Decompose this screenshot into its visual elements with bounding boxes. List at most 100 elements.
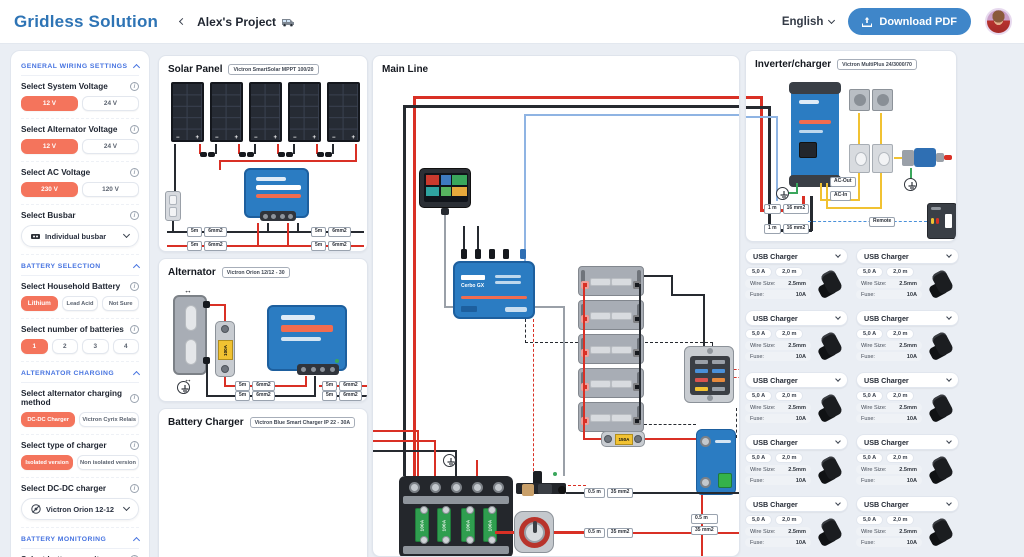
chevron-down-icon [122, 503, 131, 512]
option-2[interactable]: 2 [51, 339, 78, 354]
option-non-isolated[interactable]: Non isolated version [77, 455, 139, 470]
wire-size-row: Wire Size:2.5mm [745, 341, 811, 350]
cerbo-gx-device[interactable]: Cerbo GX [453, 261, 535, 319]
current-pill: 5,0 A [745, 329, 773, 339]
usb-charger-select[interactable]: USB Charger [856, 372, 959, 388]
option-230v[interactable]: 230 V [21, 182, 78, 197]
usb-charger-select[interactable]: USB Charger [745, 434, 848, 450]
section-general-wiring[interactable]: GENERAL WIRING SETTINGS [21, 55, 141, 76]
usb-charger-select-value: USB Charger [864, 313, 909, 323]
battery-module-1[interactable] [578, 266, 644, 296]
option-lithium[interactable]: Lithium [21, 296, 58, 311]
busbar-select[interactable]: Individual busbar [21, 225, 139, 247]
field-charger-type: Select type of charger Isolated version … [21, 435, 139, 478]
current-pill: 5,0 A [745, 391, 773, 401]
solar-panel-3[interactable] [249, 82, 282, 142]
fuse-150a: 150A [601, 431, 645, 447]
option-12v[interactable]: 12 V [21, 96, 78, 111]
info-icon[interactable] [130, 393, 139, 403]
battery-charger-card: Battery Charger Victron Blue Smart Charg… [158, 408, 368, 557]
option-cyrix-relais[interactable]: Victron Cyrix Relais [79, 412, 139, 427]
battery-module-5[interactable] [578, 402, 644, 432]
usb-charger-select[interactable]: USB Charger [745, 372, 848, 388]
wire-size-row: Wire Size:2.5mm [856, 341, 922, 350]
usb-charger-image [927, 454, 955, 486]
section-battery-monitoring[interactable]: BATTERY MONITORING [21, 528, 141, 549]
usb-charger-select[interactable]: USB Charger [745, 310, 848, 326]
inverter-card: Inverter/charger Victron MultiPlus 24/30… [745, 50, 957, 242]
cable-length-pill: 2,0 m [886, 391, 915, 401]
dcdc-charger-select[interactable]: Victron Orion 12-12 [21, 498, 139, 520]
usb-charger-select[interactable]: USB Charger [745, 248, 848, 264]
usb-charger-select-value: USB Charger [753, 437, 798, 447]
back-button[interactable] [179, 17, 187, 26]
usb-charger-select[interactable]: USB Charger [745, 496, 848, 512]
section-alternator-charging[interactable]: ALTERNATOR CHARGING [21, 362, 141, 383]
chevron-down-icon [835, 313, 841, 320]
chevron-down-icon [946, 251, 952, 258]
usb-charger-select[interactable]: USB Charger [856, 248, 959, 264]
lynx-busbar[interactable]: 100A 100A 100A 100A [399, 476, 513, 556]
usb-charger-card: USB Charger 5,0 A 2,0 m Wire Size:2.5mm … [856, 248, 959, 304]
wire-size-row: Wire Size:2.5mm [745, 279, 811, 288]
device-badge: Victron Blue Smart Charger IP 22 - 30A [249, 417, 356, 428]
usb-charger-grid: USB Charger 5,0 A 2,0 m Wire Size:2.5mm … [745, 248, 959, 552]
cable-length-pill: 2,0 m [886, 267, 915, 277]
battery-switch[interactable] [514, 511, 554, 553]
option-24v[interactable]: 24 V [82, 139, 139, 154]
wire-size-row: Wire Size:2.5mm [856, 403, 922, 412]
download-pdf-button[interactable]: Download PDF [848, 8, 971, 35]
usb-charger-select[interactable]: USB Charger [856, 310, 959, 326]
solar-panel-2[interactable] [210, 82, 243, 142]
alternator-device[interactable] [173, 286, 207, 384]
battery-module-4[interactable] [578, 368, 644, 398]
option-4[interactable]: 4 [112, 339, 139, 354]
info-icon[interactable] [130, 282, 139, 291]
usb-charger-select-value: USB Charger [864, 375, 909, 385]
smartshunt[interactable] [696, 429, 736, 495]
info-icon[interactable] [130, 441, 139, 450]
info-icon[interactable] [130, 325, 139, 334]
solar-panel-4[interactable] [288, 82, 321, 142]
option-1[interactable]: 1 [21, 339, 48, 354]
van-icon [282, 18, 295, 27]
info-icon[interactable] [130, 484, 139, 493]
solar-panel-5[interactable] [327, 82, 360, 142]
usb-charger-select[interactable]: USB Charger [856, 496, 959, 512]
option-120v[interactable]: 120 V [82, 182, 139, 197]
battery-module-2[interactable] [578, 300, 644, 330]
usb-charger-select[interactable]: USB Charger [856, 434, 959, 450]
option-lead-acid[interactable]: Lead Acid [61, 296, 99, 311]
chevron-up-icon [132, 370, 141, 379]
settings-sidebar: GENERAL WIRING SETTINGS Select System Vo… [10, 50, 150, 557]
chevron-down-icon [828, 16, 836, 24]
mppt-controller[interactable] [244, 168, 309, 221]
mc4-connector [325, 152, 332, 157]
multiplus-inverter[interactable] [789, 82, 841, 187]
user-avatar[interactable] [985, 8, 1012, 35]
option-isolated[interactable]: Isolated version [21, 455, 74, 470]
info-icon[interactable] [130, 82, 139, 91]
solar-panel-1[interactable] [171, 82, 204, 142]
battery-module-3[interactable] [578, 334, 644, 364]
fuse-distribution-box[interactable] [684, 346, 734, 403]
busbar-icon [31, 233, 40, 239]
option-3[interactable]: 3 [82, 339, 109, 354]
fuse-row: Fuse:10A [856, 352, 922, 361]
current-pill: 5,0 A [745, 267, 773, 277]
current-pill: 5,0 A [856, 453, 884, 463]
info-icon[interactable] [130, 125, 139, 134]
gx-touch-display[interactable] [419, 168, 471, 208]
orion-dcdc-charger[interactable] [267, 305, 347, 375]
language-selector[interactable]: English [782, 16, 836, 28]
option-not-sure[interactable]: Not Sure [102, 296, 140, 311]
option-24v[interactable]: 24 V [82, 96, 139, 111]
info-icon[interactable] [130, 211, 139, 220]
section-battery-selection[interactable]: BATTERY SELECTION [21, 255, 141, 276]
option-dcdc-charger[interactable]: DC-DC Charger [21, 412, 76, 427]
option-12v[interactable]: 12 V [21, 139, 78, 154]
info-icon[interactable] [130, 168, 139, 177]
usb-charger-image [927, 516, 955, 548]
